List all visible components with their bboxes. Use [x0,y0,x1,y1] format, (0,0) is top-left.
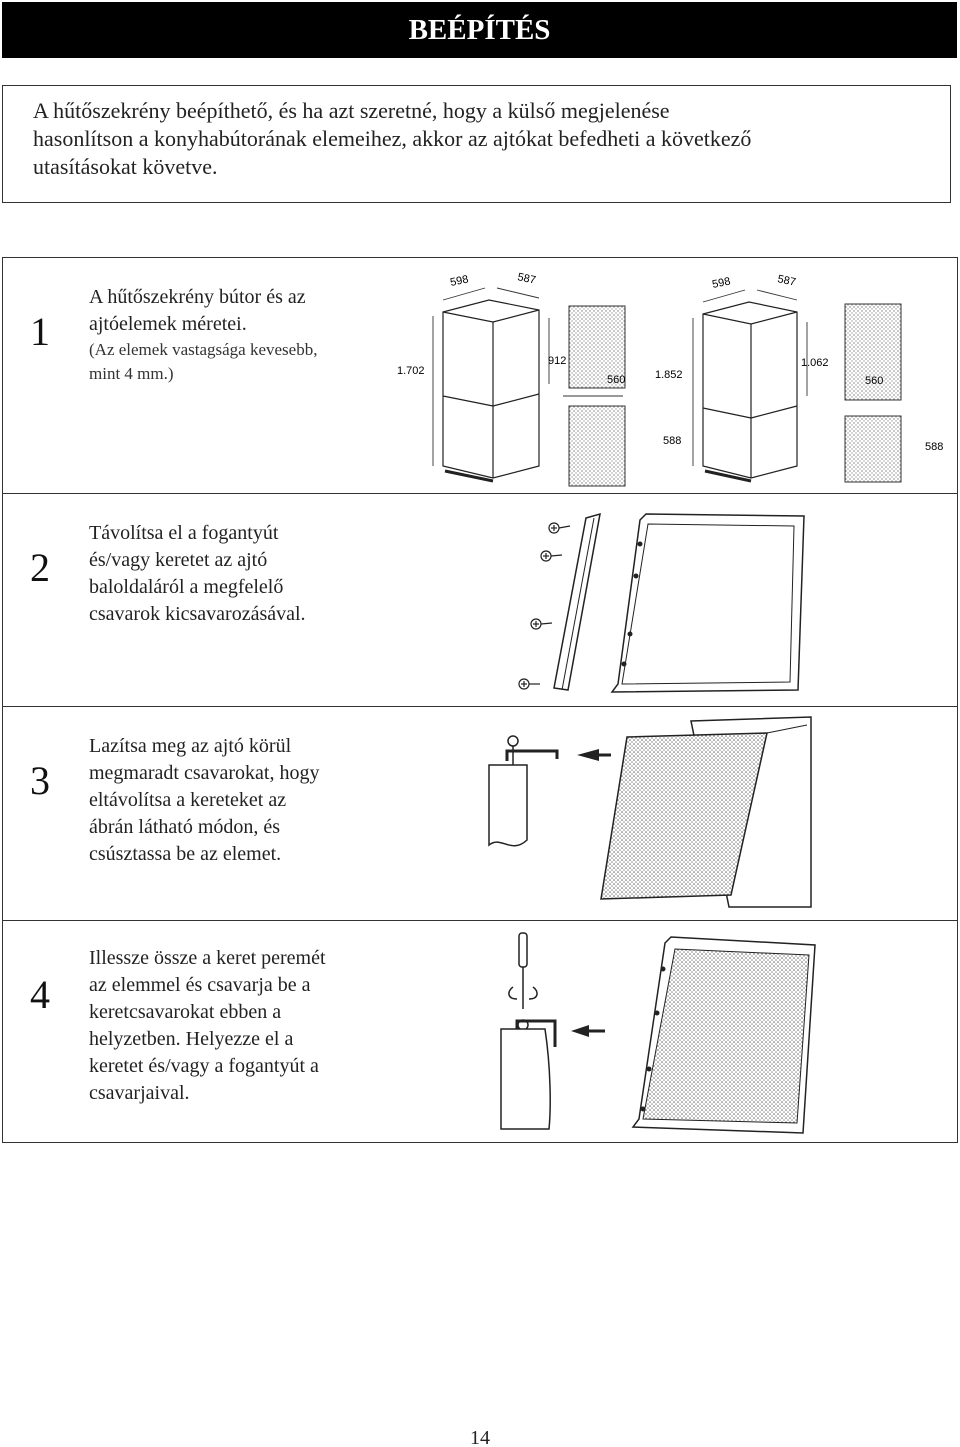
step-number: 1 [30,309,50,354]
edge-detail [488,735,559,847]
step-line: csavarok kicsavarozásával. [89,603,306,625]
step-note-line: mint 4 mm.) [89,364,174,383]
dim-left-panel-height: 912 [548,355,566,367]
slide-panel-figure [488,716,812,908]
step-number: 4 [30,972,50,1017]
dim-right-panel-height: 1.062 [801,357,829,369]
intro-line: A hűtőszekrény beépíthető, és ha azt sze… [33,98,670,123]
dim-left-width: 598 [449,273,469,289]
dim-left-bottom-panel: 588 [663,435,681,447]
right-fridge [702,301,798,483]
step-text: A hűtőszekrény bútor és az ajtóelemek mé… [89,284,317,386]
step-3: 3 Lazítsa meg az ajtó körül megmaradt cs… [3,707,957,921]
right-top-panel [844,303,902,401]
step-line: eltávolítsa a kereteket az [89,789,287,811]
screwdriver-icon [508,932,538,1031]
intro-box: A hűtőszekrény beépíthető, és ha azt sze… [2,85,951,203]
step-line: keretet és/vagy a fogantyút a [89,1055,319,1077]
step-line: ábrán látható módon, és [89,816,281,838]
step-1: 1 A hűtőszekrény bútor és az ajtóelemek … [3,258,957,494]
step-2: 2 Távolítsa el a fogantyút és/vagy keret… [3,494,957,707]
step-line: A hűtőszekrény bútor és az [89,286,306,308]
step-line: csúsztassa be az elemet. [89,843,282,865]
page-title: BEÉPÍTÉS [2,2,957,58]
dim-right-height: 1.852 [655,369,683,381]
dim-left-panel-width: 560 [607,374,625,386]
remove-handle-figure [518,512,805,693]
fasten-frame-figure [500,932,816,1134]
dim-right-depth: 587 [776,273,796,289]
step-text: Lazítsa meg az ajtó körül megmaradt csav… [89,733,319,868]
edge-detail [500,1019,557,1130]
left-top-panel [568,305,626,389]
decor-panel [600,732,768,900]
page-number: 14 [470,1427,490,1447]
arrow-icon [571,1025,589,1037]
fridge-dimensions-figure: 598 587 1.702 912 560 588 1.852 [397,271,943,487]
step-line: megmaradt csavarokat, hogy [89,762,320,784]
step-line: baloldaláról a megfelelő [89,576,284,598]
step-line: és/vagy keretet az ajtó [89,549,268,571]
step-text: Illessze össze a keret peremét az elemme… [89,945,326,1107]
step-number: 2 [30,545,50,590]
intro-line: hasonlítson a konyhabútorának elemeihez,… [33,126,752,151]
decor-panel [642,948,810,1124]
right-bottom-panel [844,415,902,483]
intro-line: utasításokat követve. [33,154,218,179]
step-line: ajtóelemek méretei. [89,313,247,335]
step-line: Lazítsa meg az ajtó körül [89,735,292,757]
step-text: Távolítsa el a fogantyút és/vagy keretet… [89,520,306,628]
screw-icon [518,522,571,690]
step-4: 4 Illessze össze a keret peremét az elem… [3,921,957,1144]
step-line: Illessze össze a keret peremét [89,947,326,969]
step-note-line: (Az elemek vastagsága kevesebb, [89,340,318,359]
step-line: helyzetben. Helyezze el a [89,1028,294,1050]
left-fridge [442,299,540,483]
dim-left-depth: 587 [516,271,536,287]
left-bottom-panel [568,405,626,487]
dim-right-width: 598 [711,275,731,291]
step-line: Távolítsa el a fogantyút [89,522,279,544]
step-number: 3 [30,758,50,803]
step-line: keretcsavarokat ebben a [89,1001,282,1023]
steps-table: 1 A hűtőszekrény bútor és az ajtóelemek … [2,257,958,1143]
dim-right-panel-width: 560 [865,375,883,387]
handle-strip [553,512,601,691]
step-line: az elemmel és csavarja be a [89,974,311,996]
dim-right-bottom-panel: 588 [925,441,943,453]
dim-left-height: 1.702 [397,365,425,377]
step-line: csavarjaival. [89,1082,190,1104]
